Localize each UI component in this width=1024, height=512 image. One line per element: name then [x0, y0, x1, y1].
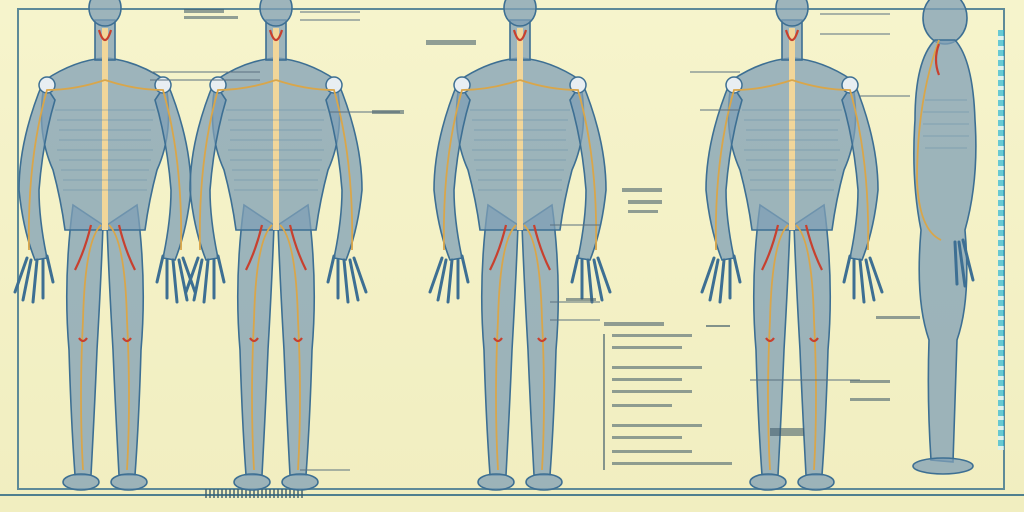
illegible-label-blocks [184, 9, 920, 465]
annotation-leaders [150, 11, 910, 471]
notes-bracket [603, 325, 730, 470]
caption-scribble [205, 489, 305, 498]
figure-3-front [430, 0, 610, 490]
bottom-rule [0, 494, 1024, 496]
figure-5-side [912, 0, 977, 475]
figure-4-front [702, 0, 882, 490]
right-edge-strip [998, 30, 1004, 450]
figure-1-front [15, 0, 195, 490]
figure-2-back [186, 0, 366, 490]
